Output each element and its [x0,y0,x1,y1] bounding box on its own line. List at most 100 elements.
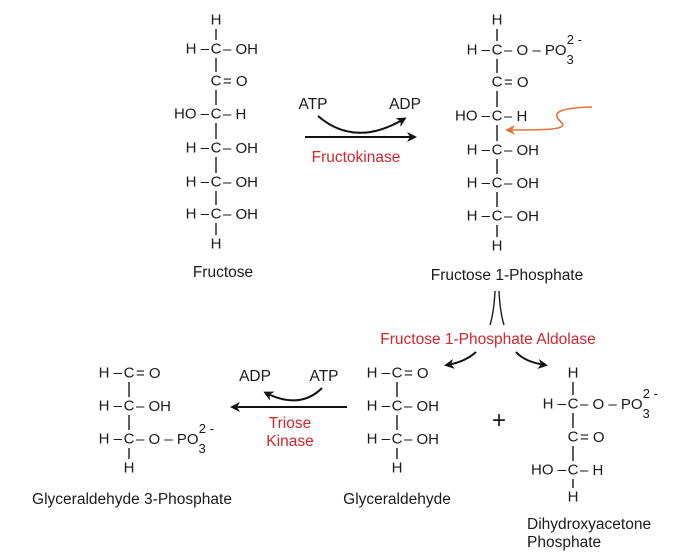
carbon-atom: C [568,429,579,446]
right-group: – OH [223,206,258,223]
right-group-text: = O [504,74,529,91]
hydrogen-atom: H [392,460,403,477]
carbon-atom: C [211,206,222,223]
adp-label: ADP [239,368,271,385]
atp-to-adp-arrow [317,115,407,134]
right-group: – OH [504,142,539,159]
carbon-atom: C [211,106,222,123]
right-group-text: – OH [504,208,539,225]
left-group: H – [186,174,210,191]
fructokinase-reaction: ATP ADP Fructokinase [299,96,421,166]
left-group: HO – [455,108,491,125]
molecule-name: Fructose 1-Phosphate [431,267,584,284]
charge-superscript: 2 - [199,421,214,436]
right-group-text: – OH [136,398,171,415]
left-group: H – [186,206,210,223]
cleavage-site-arrow [504,106,593,135]
split-line-left [489,290,496,326]
molecule-name: Glyceraldehyde [343,491,451,508]
aldolase-arrow-left [444,351,477,369]
right-group-text: – OH [504,175,539,192]
carbon-atom: C [492,175,503,192]
left-group: H – [186,140,210,157]
carbon-atom: C [211,73,222,90]
atp-label: ATP [310,368,339,385]
right-group: = O [580,429,605,446]
carbon-atom: C [568,396,579,413]
left-group: H – [186,41,210,58]
carbon-atom: C [392,398,403,415]
hydrogen-atom: H [211,12,222,29]
right-group: – O – PO3 2 - [136,421,214,456]
right-group: – H [580,462,603,479]
left-group: H – [467,142,491,159]
left-group: H – [367,398,391,415]
split-line-right [498,290,505,326]
right-group: = O [136,365,161,382]
right-group-text: – OH [223,206,258,223]
carbon-atom: C [211,174,222,191]
right-group: – H [223,106,246,123]
left-group: H – [99,365,123,382]
hydrogen-atom: H [492,12,503,29]
aldolase-reaction: Fructose 1-Phosphate Aldolase + [380,290,596,434]
atp-to-adp-arrow [263,387,323,402]
carbon-atom: C [211,140,222,157]
carbon-atom: C [124,398,135,415]
right-group: = O [404,365,429,382]
right-group-text: = O [223,73,248,90]
left-group: HO – [174,106,210,123]
carbon-atom: C [392,365,403,382]
plus-sign: + [492,407,506,434]
glyceraldehyde-structure: H –C= OH –C– OHH –C– OHH [367,365,439,477]
carbon-atom: C [492,142,503,159]
fructose-1-phosphate-structure: HH –C– O – PO32 -C= OHO –C– HH –C– OHH –… [455,12,582,255]
right-group-text: – H [223,106,246,123]
hydrogen-atom: H [568,365,579,382]
right-group-text: = O [404,365,429,382]
left-group: HO – [531,462,567,479]
right-group: – OH [504,208,539,225]
left-group: H – [467,175,491,192]
aldolase-label: Fructose 1-Phosphate Aldolase [380,331,595,348]
left-group: H – [367,365,391,382]
subscript: 3 [567,52,574,67]
charge-superscript: 2 - [643,386,658,401]
carbon-atom: C [492,74,503,91]
right-group-text: – H [504,108,527,125]
right-group-text: – OH [223,140,258,157]
right-group-text: – OH [404,431,439,448]
right-group: – OH [404,398,439,415]
right-group-text: – H [580,462,603,479]
carbon-atom: C [211,41,222,58]
left-group: H – [467,208,491,225]
right-group: – OH [504,175,539,192]
carbon-atom: C [492,208,503,225]
kinase-label: Kinase [266,433,313,450]
left-group: H – [99,398,123,415]
subscript: 3 [643,406,650,421]
carbon-atom: C [568,462,579,479]
dihydroxyacetone-phosphate-structure: HH –C– O – PO32 -C= OHO –C– HH [531,365,658,506]
left-group: H – [367,431,391,448]
adp-label: ADP [389,96,421,113]
right-group-text: – O – PO [580,396,643,413]
hydrogen-atom: H [124,460,135,477]
right-group-text: = O [580,429,605,446]
hydrogen-atom: H [492,238,503,255]
atp-label: ATP [299,96,328,113]
right-group: – OH [404,431,439,448]
molecule-name-line2: Phosphate [527,534,601,551]
carbon-atom: C [492,42,503,59]
hydrogen-atom: H [211,236,222,253]
right-group-text: – OH [404,398,439,415]
right-group-text: – OH [223,41,258,58]
right-group: – OH [223,140,258,157]
subscript: 3 [199,441,206,456]
carbon-atom: C [124,431,135,448]
fructokinase-label: Fructokinase [312,149,401,166]
fructose-structure: HH –C– OHC= OHO –C– HH –C– OHH –C– OHH –… [174,12,258,253]
right-group-text: – O – PO [136,431,199,448]
right-group: – H [504,108,527,125]
